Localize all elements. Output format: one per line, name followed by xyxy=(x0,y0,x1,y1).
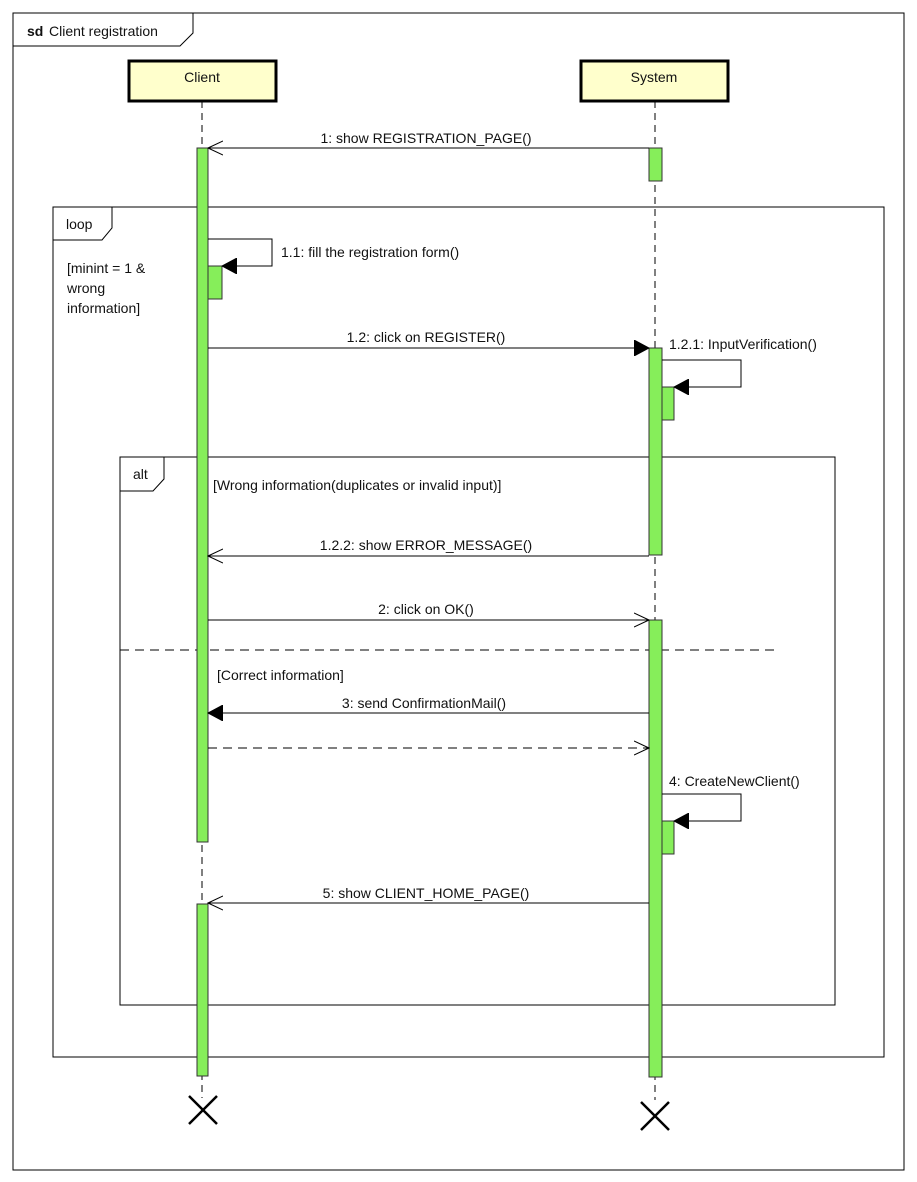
client-activation-final xyxy=(196,903,209,1077)
message-4-arrow xyxy=(662,793,742,821)
loop-fragment xyxy=(52,206,885,1058)
message-1-1-label: 1.1: fill the registration form() xyxy=(281,244,459,260)
message-1-1-arrow xyxy=(208,238,273,266)
client-lifeline-label: Client xyxy=(184,69,220,85)
message-1-label: 1: show REGISTRATION_PAGE() xyxy=(320,130,531,146)
message-1-2-1-label: 1.2.1: InputVerification() xyxy=(669,336,817,352)
sd-title: Client registration xyxy=(49,23,158,39)
sd-keyword: sd xyxy=(27,23,43,39)
message-1-2-2-label: 1.2.2: show ERROR_MESSAGE() xyxy=(320,537,532,553)
loop-guard-line-2: wrong xyxy=(66,280,105,296)
message-2-label: 2: click on OK() xyxy=(378,601,474,617)
system-activation-3 xyxy=(648,619,663,1078)
client-activation-self xyxy=(207,265,223,300)
sd-frame-tab xyxy=(12,12,194,47)
message-1-2-label: 1.2: click on REGISTER() xyxy=(347,329,506,345)
alt-guard-1: [Wrong information(duplicates or invalid… xyxy=(213,477,501,493)
loop-fragment-tab xyxy=(52,206,113,241)
system-activation-1 xyxy=(648,147,663,182)
alt-fragment-tab xyxy=(119,456,165,492)
system-activation-2-self xyxy=(661,386,675,421)
alt-fragment xyxy=(119,456,836,1006)
system-lifeline-label: System xyxy=(631,69,678,85)
system-activation-3-self xyxy=(661,820,675,855)
loop-guard-line-1: [minint = 1 & xyxy=(67,260,146,276)
sd-frame xyxy=(12,12,905,1171)
client-lifeline-head xyxy=(127,59,278,103)
message-4-label: 4: CreateNewClient() xyxy=(669,773,800,789)
message-5-label: 5: show CLIENT_HOME_PAGE() xyxy=(323,885,530,901)
client-activation-main xyxy=(196,147,209,843)
loop-operator: loop xyxy=(66,216,93,232)
message-3-label: 3: send ConfirmationMail() xyxy=(342,695,506,711)
system-activation-2 xyxy=(648,347,663,556)
loop-guard-line-3: information] xyxy=(67,300,140,316)
system-destroy-icon xyxy=(640,1101,670,1131)
alt-operator: alt xyxy=(133,466,148,482)
client-destroy-icon xyxy=(188,1095,218,1125)
message-1-2-1-arrow xyxy=(662,359,742,387)
alt-guard-2: [Correct information] xyxy=(217,667,344,683)
